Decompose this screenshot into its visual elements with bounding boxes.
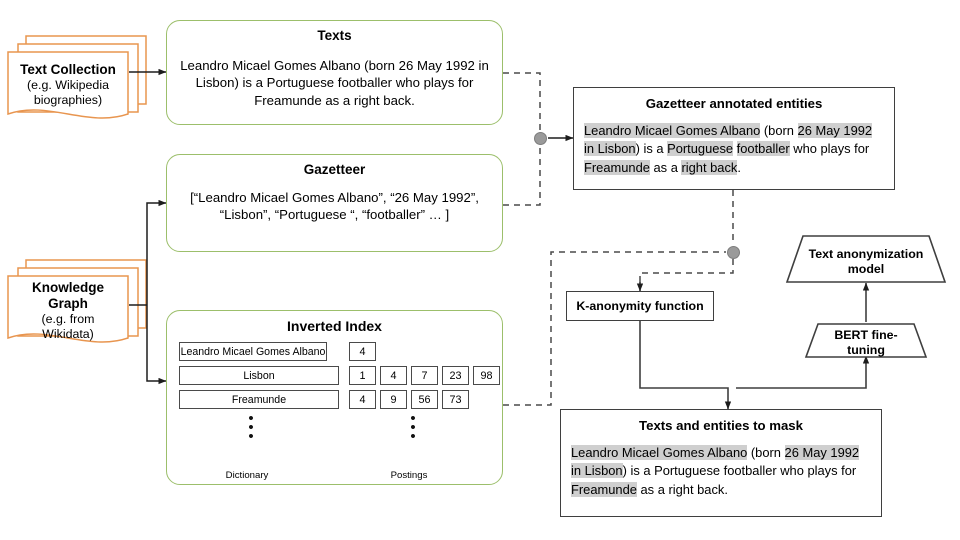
posting-value: 98 (480, 369, 493, 382)
model-label-line-2: model (847, 262, 885, 277)
mask-segment-plain-5: as a right back. (636, 481, 728, 497)
dash-invertedindex-to-junction2 (503, 251, 726, 406)
text-anonymization-model-label: Text anonymization model (795, 247, 937, 277)
texts-box: Texts Leandro Micael Gomes Albano (born … (166, 20, 503, 125)
gazetteer-box: Gazetteer [“Leandro Micael Gomes Albano”… (166, 154, 503, 252)
text-collection-card: Text Collection (e.g. Wikipedia biograph… (8, 56, 128, 114)
posting-cell-0-0: 4 (349, 342, 376, 361)
annotated-segment-entity-0: Leandro Micael Gomes Albano (584, 123, 761, 138)
mask-segment-plain-3: ) is a Portuguese footballer who plays f… (622, 463, 857, 479)
arrow-maskbox-to-bert (736, 355, 870, 389)
postings-ellipsis: • • • (402, 410, 424, 445)
posting-cell-1-3: 23 (442, 366, 469, 385)
posting-value: 4 (359, 393, 366, 406)
model-label-line-1: Text anonymization (808, 247, 924, 261)
dot: • (410, 419, 416, 436)
knowledge-graph-subtitle-2: Wikidata) (42, 326, 94, 341)
annotated-segment-plain-9: as a (649, 159, 682, 175)
mask-segment-entity-4: Freamunde (571, 481, 637, 497)
annotated-segment-plain-11: . (737, 159, 741, 175)
junction-dot-1 (534, 132, 547, 145)
bert-label-line-1: BERT fine- (834, 328, 898, 342)
posting-cell-2-0: 4 (349, 390, 376, 409)
text-collection-subtitle-1: (e.g. Wikipedia (27, 77, 109, 92)
posting-value: 23 (449, 369, 462, 382)
inverted-index-box: Inverted Index Leandro Micael Gomes Alba… (166, 310, 503, 485)
arrow-kg-to-gazetteer (146, 199, 167, 305)
arrow-kanon-to-maskbox (639, 320, 732, 410)
postings-brace-label: Postings (390, 470, 428, 481)
bert-label-line-2: tuning (847, 343, 885, 358)
annotated-segment-entity-6: footballer (736, 141, 790, 157)
posting-value: 7 (421, 369, 428, 382)
posting-value: 1 (359, 369, 366, 382)
dash-texts-to-junction1 (503, 72, 541, 131)
junction-dot-2 (727, 246, 740, 259)
text-collection-subtitle-2: biographies) (33, 92, 103, 107)
text-collection-title: Text Collection (20, 62, 116, 77)
dictionary-term-0: Leandro Micael Gomes Albano (180, 345, 326, 358)
gazetteer-annotated-entities-box: Gazetteer annotated entities Leandro Mic… (573, 87, 895, 190)
posting-cell-1-2: 7 (411, 366, 438, 385)
posting-value: 4 (390, 369, 397, 382)
posting-value: 56 (418, 393, 431, 406)
dictionary-cell-1: Lisbon (179, 366, 339, 385)
mask-box-title: Texts and entities to mask (639, 418, 803, 433)
dictionary-brace-label: Dictionary (225, 470, 269, 481)
annotated-segment-plain-7: who plays for (789, 141, 870, 157)
posting-cell-2-2: 56 (411, 390, 438, 409)
annotated-segment-entity-10: right back (681, 159, 738, 175)
dash-junction2-to-kanon (639, 259, 734, 287)
k-anonymity-label: K-anonymity function (576, 299, 704, 313)
annotated-segment-plain-3: ) is a (635, 141, 668, 157)
k-anonymity-function-box: K-anonymity function (566, 291, 714, 321)
knowledge-graph-title-2: Graph (48, 295, 88, 311)
annotated-box-title: Gazetteer annotated entities (645, 96, 823, 111)
mask-segment-plain-1: (born (747, 445, 785, 460)
annotated-segment-entity-8: Freamunde (584, 159, 650, 175)
posting-cell-2-3: 73 (442, 390, 469, 409)
posting-value: 9 (390, 393, 397, 406)
annotated-box-body: Leandro Micael Gomes Albano (born 26 May… (584, 122, 884, 177)
posting-cell-2-1: 9 (380, 390, 407, 409)
texts-box-title: Texts (317, 28, 352, 43)
dictionary-ellipsis: • • • (240, 410, 262, 445)
dictionary-cell-2: Freamunde (179, 390, 339, 409)
posting-cell-1-0: 1 (349, 366, 376, 385)
posting-cell-1-4: 98 (473, 366, 500, 385)
knowledge-graph-title-1: Knowledge (31, 280, 104, 295)
bert-finetuning-label: BERT fine- tuning (806, 328, 926, 358)
gazetteer-box-title: Gazetteer (303, 162, 366, 177)
knowledge-graph-card: Knowledge Graph (e.g. from Wikidata) (8, 276, 128, 346)
dictionary-term-2: Freamunde (231, 393, 287, 406)
dot: • (248, 419, 254, 436)
posting-value: 4 (359, 345, 366, 358)
dot: • (410, 410, 416, 427)
knowledge-graph-subtitle-1: (e.g. from (41, 311, 95, 326)
texts-box-body: Leandro Micael Gomes Albano (born 26 May… (180, 58, 489, 108)
posting-cell-1-1: 4 (380, 366, 407, 385)
annotated-segment-plain-1: (born (760, 123, 798, 138)
inverted-index-title: Inverted Index (287, 318, 382, 334)
texts-and-entities-to-mask-box: Texts and entities to mask Leandro Micae… (560, 409, 882, 517)
dot: • (410, 428, 416, 445)
posting-value: 73 (449, 393, 462, 406)
mask-box-body: Leandro Micael Gomes Albano (born 26 May… (571, 444, 871, 499)
dictionary-term-1: Lisbon (243, 369, 275, 382)
annotated-segment-entity-4: Portuguese (667, 141, 734, 157)
mask-segment-entity-0: Leandro Micael Gomes Albano (571, 445, 748, 460)
gazetteer-box-body: [“Leandro Micael Gomes Albano”, “26 May … (190, 190, 479, 223)
arrow-kg-to-invertedindex (146, 305, 167, 385)
dot: • (248, 410, 254, 427)
dash-gazetteer-to-junction1 (503, 145, 541, 206)
dot: • (248, 428, 254, 445)
dictionary-cell-0: Leandro Micael Gomes Albano (179, 342, 327, 361)
